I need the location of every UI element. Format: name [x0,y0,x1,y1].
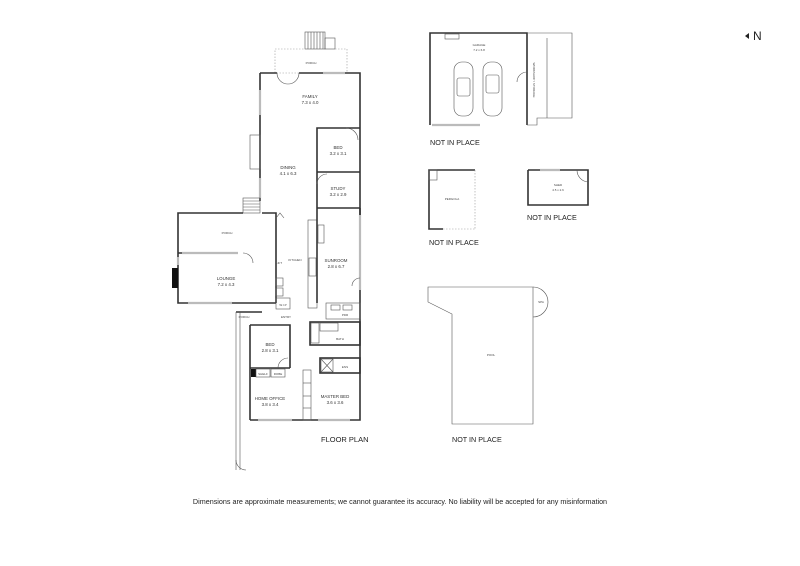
bath-label: BATH [336,337,344,341]
master-bed-size: 3.6 x 3.6 [327,400,344,405]
garage-size: 7.2 x 6.8 [473,48,485,52]
bed-upper: BED 3.2 x 3.1 [316,127,360,208]
compass: N [745,29,762,43]
home-office-size: 3.8 x 3.4 [262,402,279,407]
sunroom: SUNROOM 2.8 x 6.7 [316,208,362,320]
bed-lower: BED 2.8 x 3.1 SHELF ROBE [249,324,291,420]
bed-upper-label: BED [333,145,342,150]
robe-label-bed: ROBE [274,372,283,376]
pergola-status: NOT IN PLACE [429,238,479,247]
dining-label: DINING [280,165,296,170]
pergola-label: PERGOLA [445,197,460,201]
family-size: 7.3 x 4.0 [302,100,319,105]
bathroom: BATH ENS [309,321,361,374]
floor-plan-title: FLOOR PLAN [321,435,369,444]
pool-label: POOL [487,353,496,357]
spa-label: SPA [538,300,544,304]
car-icon [453,61,474,117]
kitchen-label: KITCHEN [288,258,301,262]
north-arrow-icon [745,33,749,39]
garage-status: NOT IN PLACE [430,138,480,147]
lift-label: LIFT [276,261,282,265]
top-stairs [304,31,336,50]
entry-label: ENTRY [281,315,291,319]
study: STUDY 3.2 x 2.9 [316,173,360,209]
family-label: FAMILY [302,94,317,99]
garage-label: GARAGE [473,43,486,47]
powder-room: PDR [325,302,361,320]
sunroom-size: 2.8 x 6.7 [328,264,345,269]
pdr-label: PDR [342,313,349,317]
shed-status: NOT IN PLACE [527,213,577,222]
car-icon [482,61,503,117]
wip-label: W.I.P [279,303,286,307]
porch-entry-label: PORCH [239,315,250,319]
master-bed-label: MASTER BED [321,394,350,399]
workshop-label: WORKSHOP / STORAGE [532,63,536,98]
disclaimer-text: Dimensions are approximate measurements;… [193,497,607,506]
lounge-label: LOUNGE [217,276,236,281]
entry: ENTRY PORCH [235,311,291,471]
kitchen: W.I.P LIFT KITCHEN [275,212,318,310]
home-office-label: HOME OFFICE [255,396,286,401]
shelf-label: SHELF [258,372,268,376]
left-porch: PORCH [177,212,277,303]
bed-upper-size: 3.2 x 3.1 [330,151,347,156]
bed-lower-label: BED [265,342,274,347]
porch-left-label: PORCH [222,231,233,235]
shed-size: 4.5 x 2.6 [552,188,564,192]
sunroom-label: SUNROOM [325,258,348,263]
study-size: 3.2 x 2.9 [330,192,347,197]
north-label: N [753,29,762,43]
ens-label: ENS [342,365,348,369]
pool-status: NOT IN PLACE [452,435,502,444]
lounge: LOUNGE 7.2 x 4.3 [172,253,276,305]
main-house: PORCH FAMILY 7.3 x 4.0 BED 3.2 x 3.1 STU… [172,31,369,471]
porch-top-label: PORCH [306,61,317,65]
lounge-size: 7.2 x 4.3 [218,282,235,287]
dining-size: 4.1 x 6.3 [280,171,297,176]
left-stairs [242,197,261,214]
pergola: PERGOLA NOT IN PLACE [428,169,479,247]
study-label: STUDY [331,186,346,191]
dining: DINING 4.1 x 6.3 [249,134,297,198]
fireplace [172,268,178,288]
bed-lower-size: 2.8 x 3.1 [262,348,279,353]
home-office: HOME OFFICE 3.8 x 3.4 MASTER BED 3.6 x 3… [250,320,361,422]
garage: GARAGE 7.2 x 6.8 WORKSHOP / STORAGE NOT … [429,32,573,147]
shed: SHED 4.5 x 2.6 NOT IN PLACE [527,168,589,222]
shed-label: SHED [554,183,563,187]
pool: POOL SPA NOT IN PLACE [427,286,549,444]
